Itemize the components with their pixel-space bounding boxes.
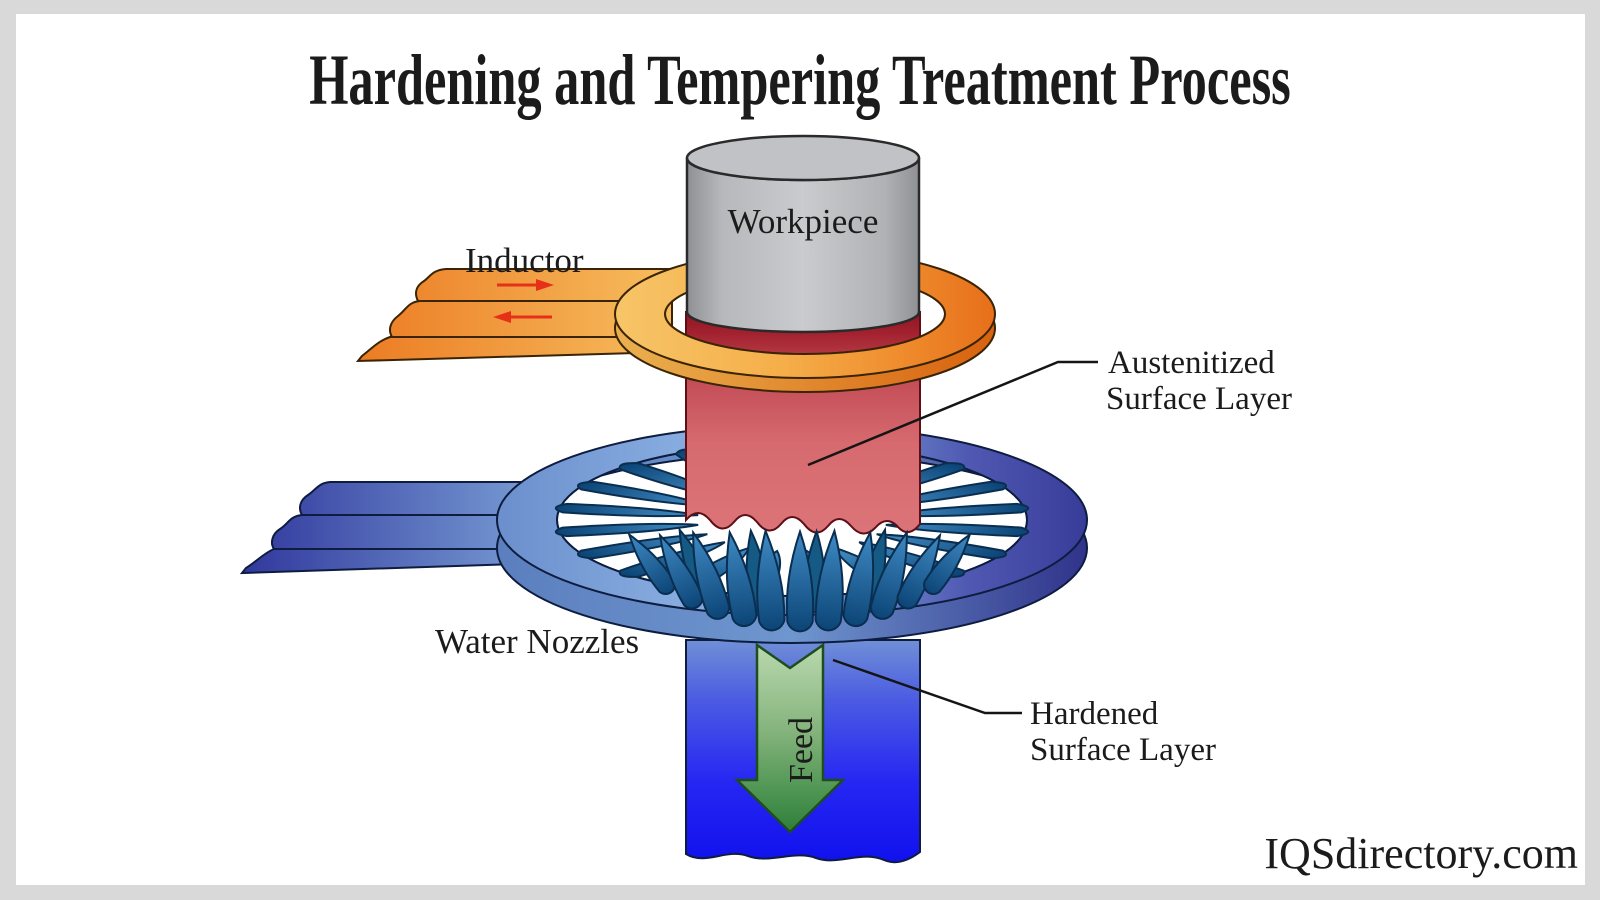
feed-label: Feed	[783, 717, 820, 783]
workpiece-body	[685, 157, 921, 334]
current-arrow-left	[493, 311, 552, 323]
feed-arrow	[733, 642, 847, 834]
water-nozzles-label: Water Nozzles	[435, 622, 639, 661]
hardened-leader-line	[832, 658, 1022, 715]
inductor-label: Inductor	[465, 241, 584, 280]
hardened-label-line1: Hardened	[1030, 696, 1159, 732]
austenitized-leader-line	[807, 360, 1098, 467]
workpiece-top	[685, 134, 921, 182]
workpiece-label: Workpiece	[728, 202, 879, 241]
current-arrow-right	[497, 279, 554, 291]
inductor-lead-tubes	[355, 268, 673, 363]
water-supply-tubes	[239, 481, 549, 575]
watermark: IQSdirectory.com	[1264, 829, 1578, 878]
hardened-label-line2: Surface Layer	[1030, 732, 1216, 768]
austenitized-label-line2: Surface Layer	[1106, 381, 1292, 417]
page-title: Hardening and Tempering Treatment Proces…	[309, 41, 1291, 120]
austenitized-label-line1: Austenitized	[1108, 345, 1275, 381]
